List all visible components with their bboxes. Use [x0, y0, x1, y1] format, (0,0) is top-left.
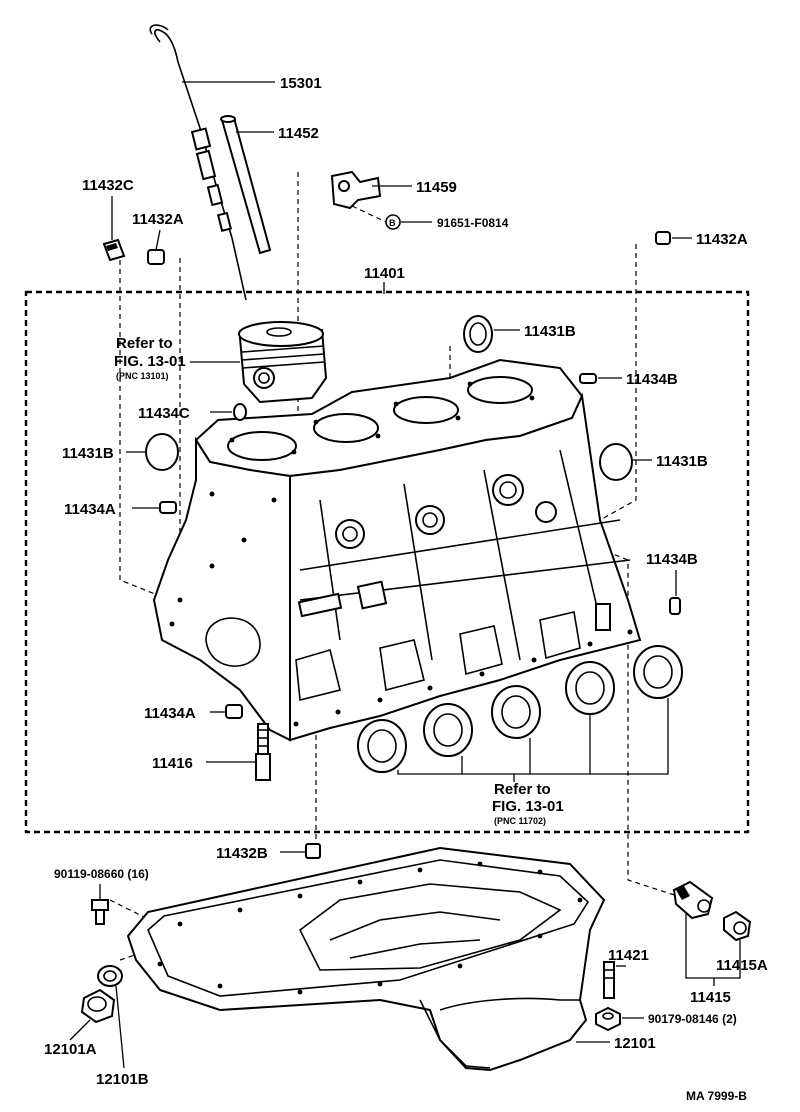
label-11432C: 11432C [82, 177, 134, 194]
label-11416: 11416 [152, 755, 193, 772]
nut-90179 [595, 1006, 644, 1032]
oil-dipstick [149, 24, 275, 301]
plug-11415A [723, 910, 752, 942]
label-11434A-lower: 11434A [144, 705, 196, 722]
bolt-mark-b: B [389, 218, 396, 228]
label-11434B-right: 11434B [646, 551, 698, 568]
ref-bearing-line2: FIG. 13-01 [492, 798, 564, 815]
label-15301: 15301 [280, 75, 322, 92]
bracket-11459 [330, 170, 432, 230]
plug-11432A-left [147, 249, 165, 265]
pin-11434C [233, 403, 247, 421]
plug-11432A-right [655, 231, 692, 245]
label-11434B-top: 11434B [626, 371, 678, 388]
label-11415A: 11415A [716, 957, 768, 974]
label-11452: 11452 [278, 125, 319, 142]
label-11432A-left: 11432A [132, 211, 184, 228]
bolt-90119 [91, 899, 109, 925]
cylinder-block [152, 358, 642, 742]
label-91651-F0814: 91651-F0814 [437, 216, 509, 230]
ref-piston-line2: FIG. 13-01 [114, 353, 186, 370]
label-12101B: 12101B [96, 1071, 149, 1088]
label-11434A-upper: 11434A [64, 501, 116, 518]
pin-11434B-top [579, 373, 622, 384]
label-11434C: 11434C [138, 405, 190, 422]
pin-11434B-right [669, 597, 681, 615]
ref-piston-line3: (PNC 13101) [116, 371, 169, 381]
plug-11432B [305, 843, 321, 859]
gasket-12101B [97, 965, 125, 1069]
label-12101: 12101 [614, 1035, 656, 1052]
pin-11434A-lower [225, 704, 243, 719]
main-bearings [357, 645, 683, 782]
piston [190, 321, 328, 404]
stud-11421 [603, 961, 615, 999]
dipstick-guide [220, 115, 274, 255]
label-11421: 11421 [608, 947, 649, 964]
label-11431B-top: 11431B [524, 323, 576, 340]
seal-11431B-right [599, 443, 652, 481]
label-11415: 11415 [690, 989, 731, 1006]
ref-bearing-line1: Refer to [494, 781, 551, 798]
pin-11434A-upper [159, 501, 177, 514]
figure-code: MA 7999-B [686, 1089, 747, 1103]
label-90119-08660: 90119-08660 (16) [54, 867, 149, 881]
label-11431B-left: 11431B [62, 445, 114, 462]
label-11401: 11401 [364, 265, 405, 282]
label-11432A-right: 11432A [696, 231, 748, 248]
seal-11431B-left [126, 433, 179, 471]
label-12101A: 12101A [44, 1041, 97, 1058]
ref-piston-line1: Refer to [116, 335, 173, 352]
union-11415 [672, 880, 714, 920]
ref-bearing-line3: (PNC 11702) [494, 816, 546, 826]
drain-plug-12101A [69, 988, 116, 1041]
cylinder-block-assembly-boundary [24, 290, 750, 834]
label-90179-08146: 90179-08146 (2) [648, 1012, 737, 1026]
stud-11416 [255, 723, 271, 781]
seal-11431B-top [463, 315, 520, 353]
oil-pan [126, 846, 610, 1072]
label-11431B-right: 11431B [656, 453, 708, 470]
label-11432B: 11432B [216, 845, 268, 862]
plug-11432C [102, 238, 126, 262]
label-11459: 11459 [416, 179, 457, 196]
